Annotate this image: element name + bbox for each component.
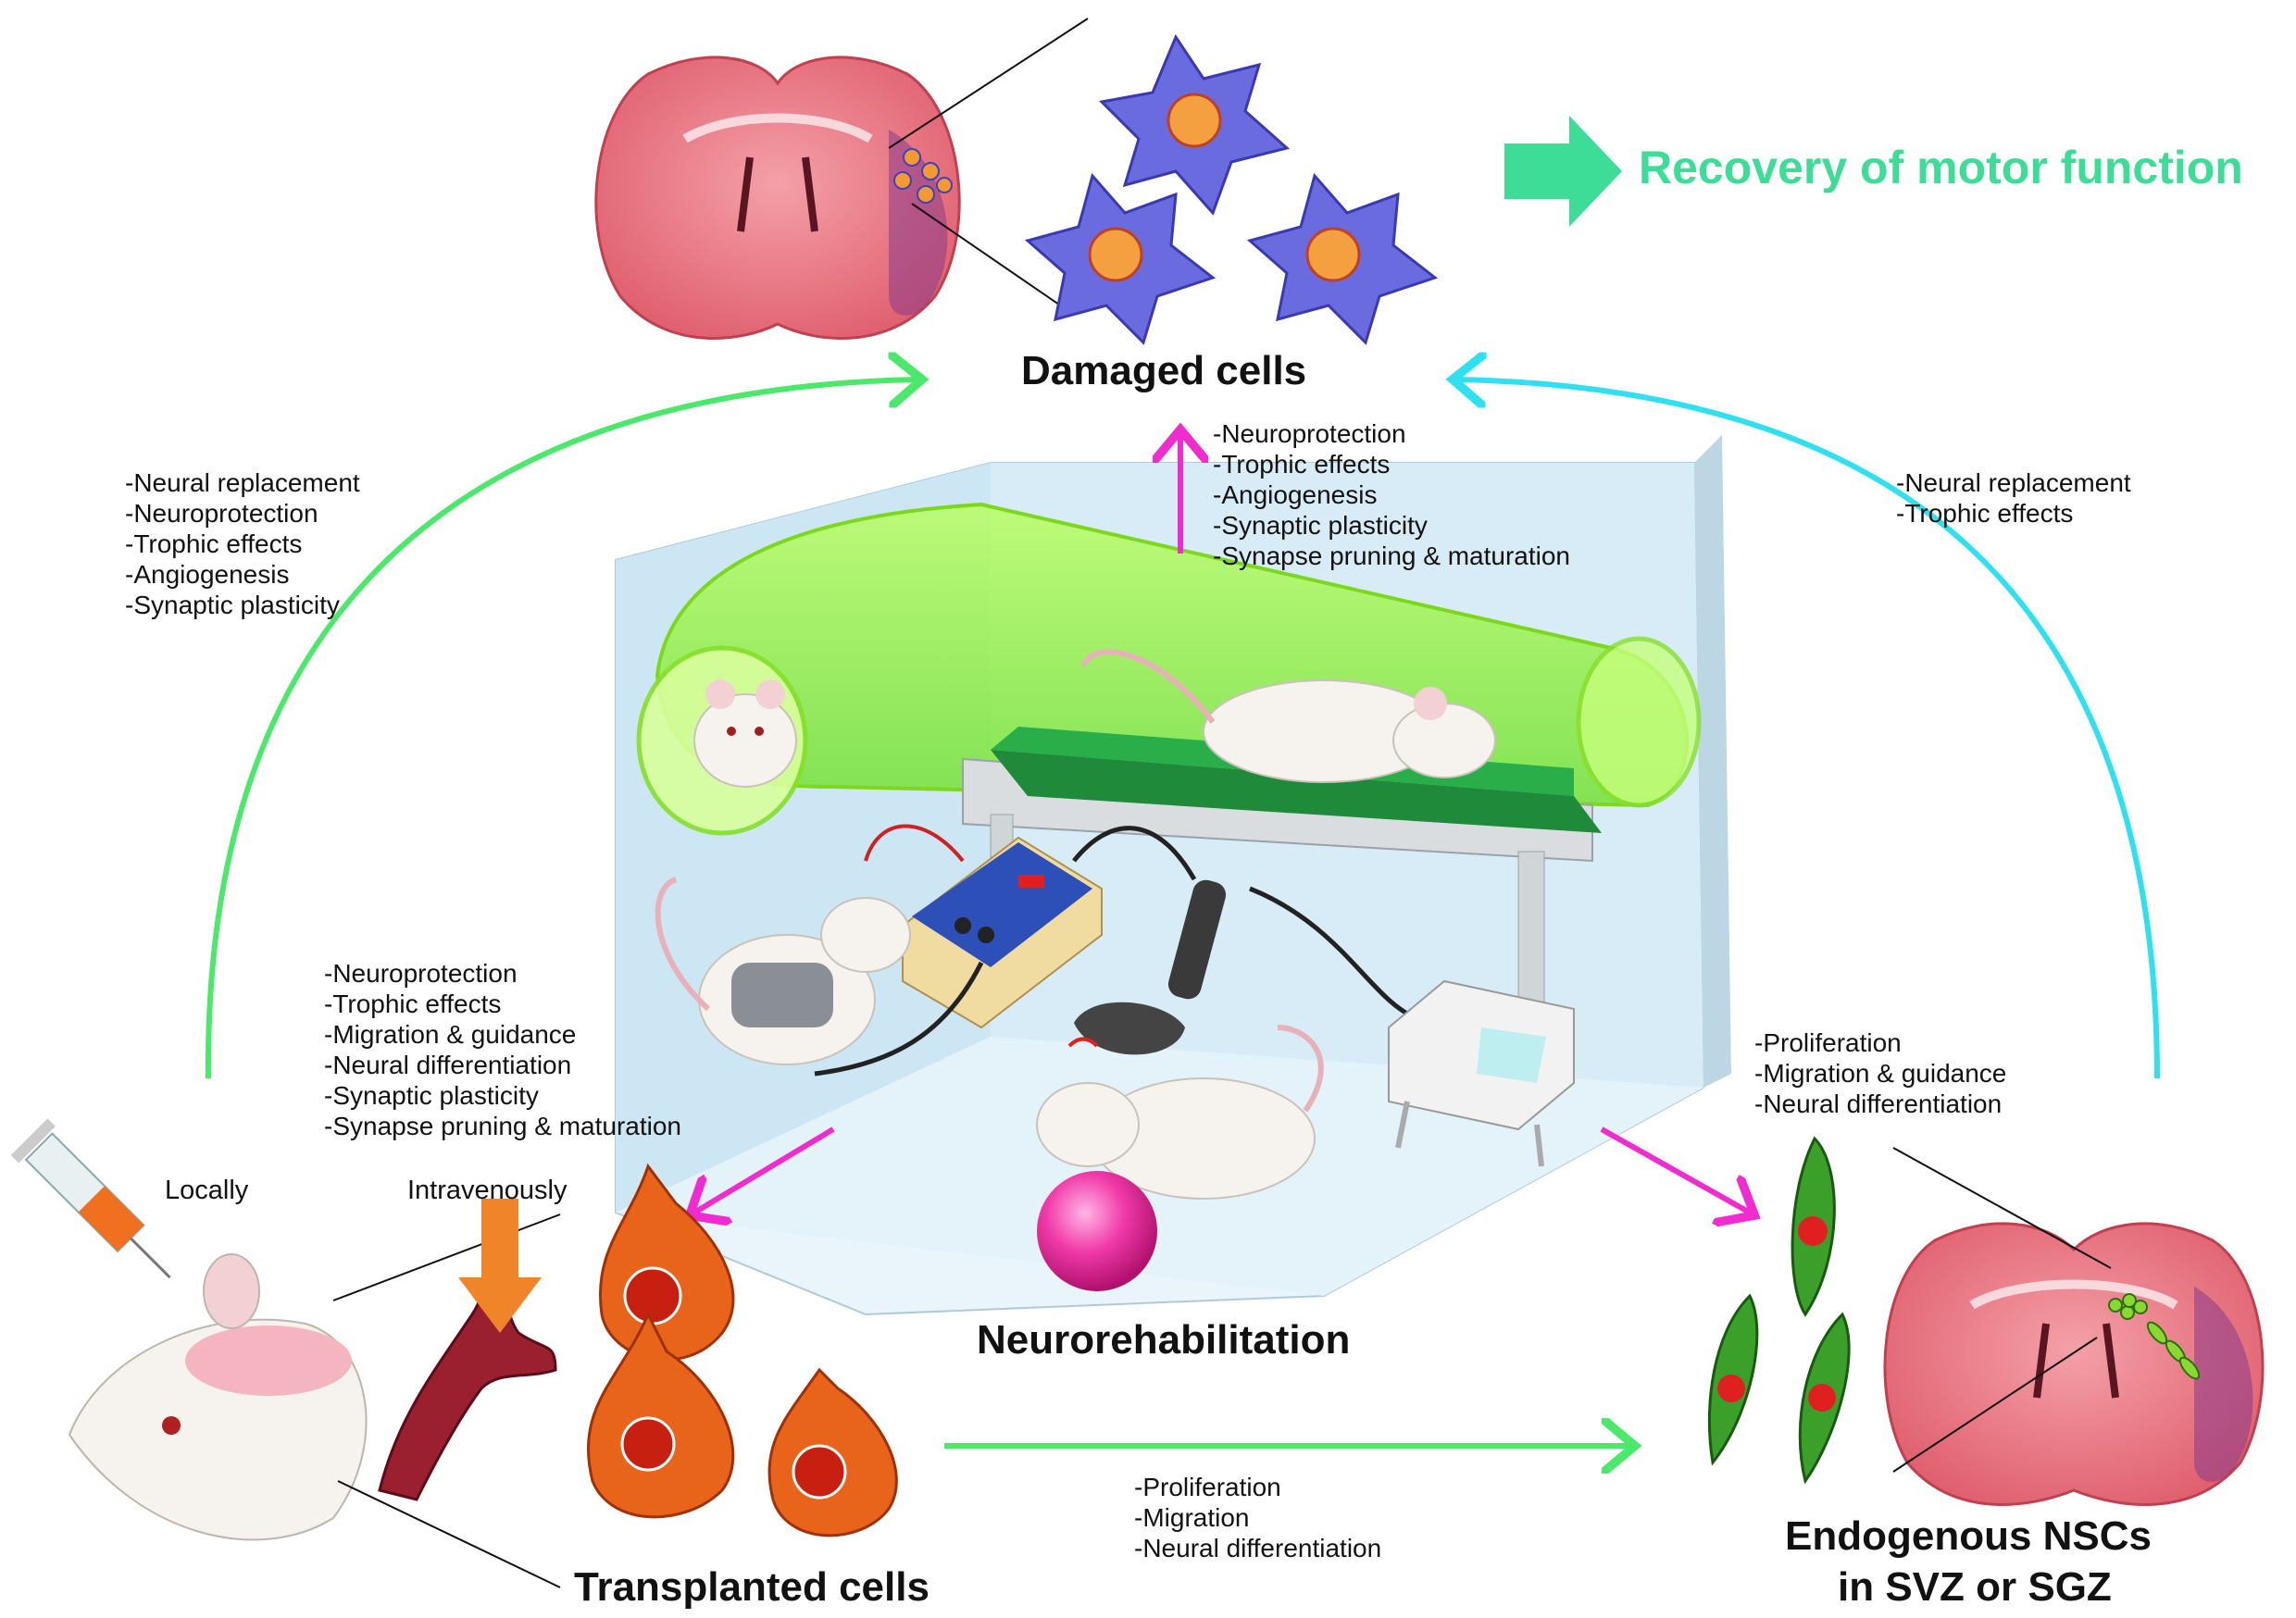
list-item: -Neuroprotection — [125, 499, 318, 528]
list-item: -Neural replacement — [1896, 468, 2131, 497]
mouse-on-treadmill — [1080, 649, 1496, 783]
left-arc-arrow — [205, 380, 917, 1079]
monitor-device — [1388, 979, 1575, 1167]
pink-ball — [1037, 1171, 1157, 1291]
mouse-head-left — [68, 1253, 368, 1541]
damaged-cells-title: Damaged cells — [1021, 348, 1307, 393]
endogenous-nscs-title-line1: Endogenous NSCs — [1785, 1513, 2152, 1559]
right-mid-effects-list: -Proliferation -Migration & guidance -Ne… — [1754, 1027, 2006, 1119]
list-item: -Migration — [1134, 1503, 1250, 1532]
list-item: -Proliferation — [1754, 1028, 1902, 1057]
list-item: -Neural differentiation — [1754, 1089, 2003, 1118]
center-top-effects-list: -Neuroprotection -Trophic effects -Angio… — [1213, 418, 1570, 571]
intravenously-label: Intravenously — [407, 1176, 568, 1205]
list-item: -Neural differentiation — [324, 1051, 572, 1079]
transplanted-cells-illustration — [587, 1163, 898, 1537]
recovery-arrow — [1504, 116, 1622, 227]
transplanted-cells-title: Transplanted cells — [574, 1564, 930, 1610]
list-item: -Neural replacement — [125, 468, 360, 497]
list-item: -Neuroprotection — [1213, 419, 1406, 448]
intravenous-arrow — [458, 1199, 542, 1333]
list-item: -Migration & guidance — [1754, 1059, 2007, 1088]
list-item: -Angiogenesis — [1213, 480, 1378, 509]
magenta-arrow-right — [1600, 1126, 1750, 1213]
list-item: -Angiogenesis — [125, 560, 290, 589]
mouse-in-tube — [693, 679, 797, 788]
list-item: -Trophic effects — [324, 989, 502, 1018]
stimulator-device — [902, 836, 1103, 1029]
list-item: -Trophic effects — [1213, 450, 1391, 479]
list-item: -Synaptic plasticity — [1213, 511, 1428, 540]
list-item: -Synapse pruning & maturation — [324, 1112, 681, 1140]
list-item: -Synapse pruning & maturation — [1213, 541, 1570, 570]
right-arc-arrow — [1458, 380, 2160, 1079]
list-item: -Synaptic plasticity — [324, 1081, 539, 1110]
list-item: -Neural differentiation — [1134, 1534, 1382, 1562]
list-item: -Migration & guidance — [324, 1020, 577, 1049]
list-item: -Synaptic plasticity — [125, 591, 340, 619]
recovery-title: Recovery of motor function — [1639, 142, 2243, 193]
bottom-effects-list: -Proliferation -Migration -Neural differ… — [1134, 1472, 1381, 1563]
blood-vessel — [378, 1247, 557, 1501]
list-item: -Proliferation — [1134, 1473, 1281, 1501]
locally-label: Locally — [165, 1176, 249, 1205]
neurorehabilitation-title: Neurorehabilitation — [977, 1317, 1351, 1363]
vibration-probe — [1074, 879, 1227, 1055]
list-item: -Trophic effects — [125, 529, 303, 558]
damaged-cells-illustration — [1024, 33, 1439, 345]
brain-section-right — [1883, 1222, 2265, 1506]
center-left-effects-list: -Neuroprotection -Trophic effects -Migra… — [324, 958, 681, 1141]
syringe — [10, 1118, 171, 1279]
list-item: -Trophic effects — [1896, 499, 2074, 528]
mouse-with-ball — [1036, 1025, 1324, 1200]
list-item: -Neuroprotection — [324, 959, 518, 988]
brain-section-top — [594, 56, 961, 340]
mouse-with-vest — [655, 877, 911, 1065]
nsc-cells-illustration — [1707, 1136, 1851, 1485]
magenta-arrow-left — [694, 1126, 835, 1213]
endogenous-nscs-title-line2: in SVZ or SGZ — [1838, 1564, 2112, 1610]
left-arc-effects-list: -Neural replacement -Neuroprotection -Tr… — [125, 467, 360, 620]
right-arc-effects-list: -Neural replacement -Trophic effects — [1896, 467, 2131, 529]
